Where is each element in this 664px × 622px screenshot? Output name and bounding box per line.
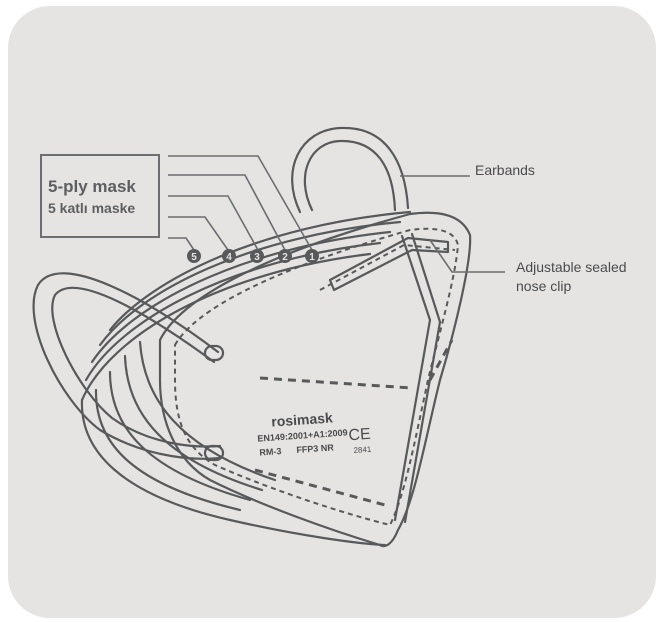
nose-clip-label-2: nose clip	[516, 278, 571, 294]
brand-text: rosimask	[271, 409, 334, 429]
layer-marker-circle	[278, 249, 292, 263]
earbands-label: Earbands	[475, 162, 535, 178]
earband-left-inner	[51, 286, 222, 448]
mask-front-panel	[158, 211, 472, 548]
earband-right	[291, 126, 410, 214]
layer-number: 1	[309, 252, 315, 263]
stitch-line	[259, 376, 413, 390]
panel-background	[8, 6, 656, 618]
layer-marker-circle	[187, 249, 201, 263]
legend-box	[40, 154, 160, 238]
ce-mark: CE	[348, 426, 371, 445]
layer-number: 2	[282, 252, 288, 263]
layer-leaders	[168, 155, 505, 273]
legend-subtitle: 5 katlı maske	[48, 200, 135, 216]
earband-right-inner	[303, 139, 397, 212]
layer-number: 5	[191, 252, 197, 263]
layer-marker-circle	[222, 249, 236, 263]
mask-layers	[80, 210, 412, 547]
class-text: FFP3 NR	[296, 442, 335, 455]
notified-body: 2841	[353, 445, 372, 455]
earband-left	[32, 272, 222, 460]
model-text: RM-3	[259, 446, 282, 458]
nose-clip	[328, 236, 450, 292]
layer-marker-circle	[305, 249, 319, 263]
fold-line	[393, 234, 432, 522]
layer-marker-circle	[250, 249, 264, 263]
stitch-line	[428, 339, 454, 381]
nose-clip-seam	[319, 243, 456, 291]
legend-title: 5-ply mask	[48, 177, 136, 196]
nose-clip-label-1: Adjustable sealed	[516, 259, 627, 275]
layer-markers: 5 4 3 2 1	[187, 249, 319, 263]
nose-clip-leader	[429, 239, 505, 273]
earband-tip	[203, 344, 225, 362]
seal-seam	[174, 227, 460, 527]
earband-tip	[203, 444, 225, 462]
stitch-line	[254, 468, 386, 507]
fold-line	[403, 232, 442, 524]
layer-number: 4	[226, 252, 232, 263]
layer-number: 3	[254, 252, 260, 263]
